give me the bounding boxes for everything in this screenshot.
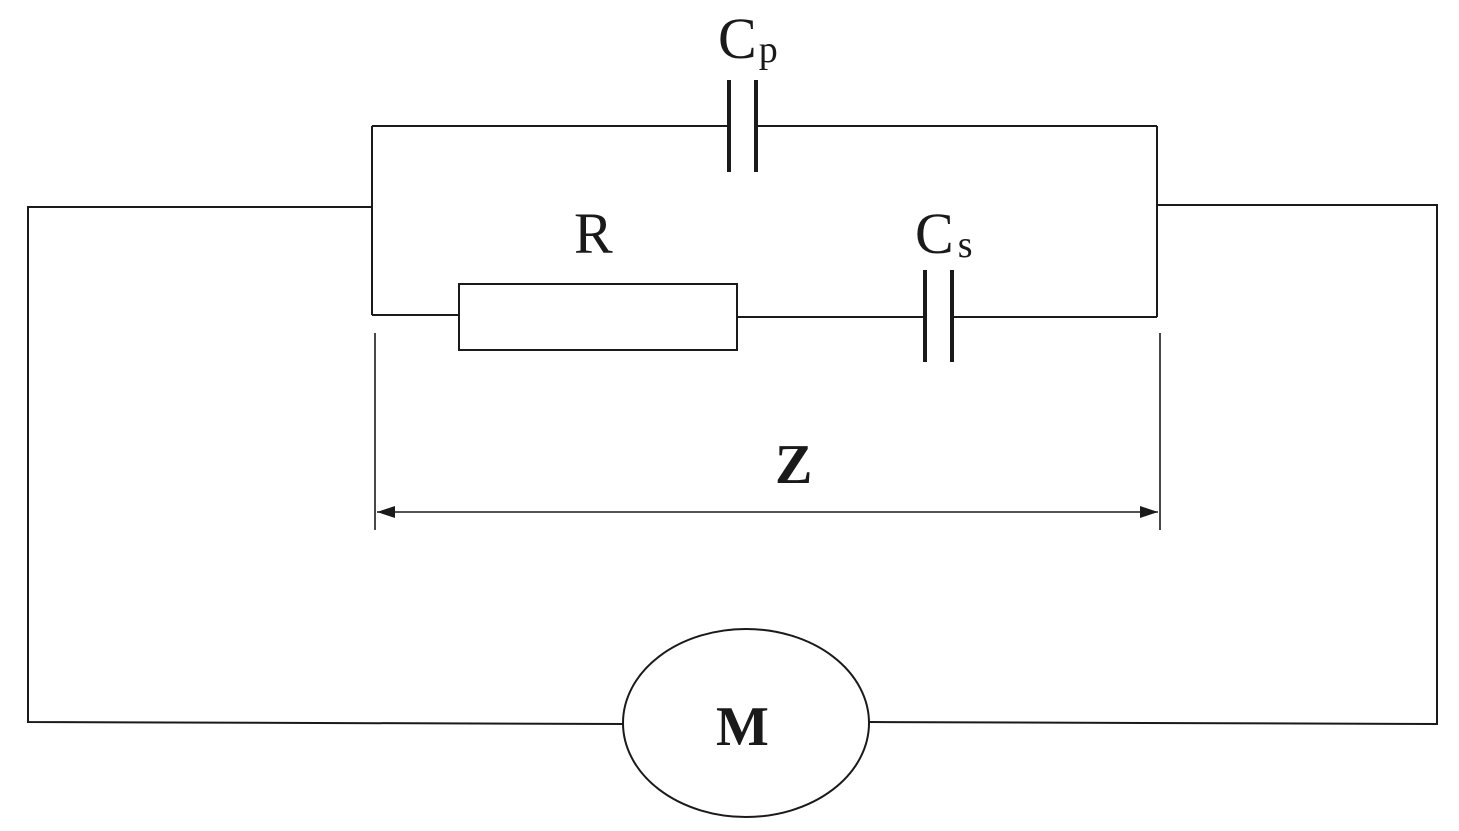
capacitor-cp-label-main: C [718, 6, 757, 71]
z-arrow-right-icon [1140, 506, 1158, 518]
z-arrow-left-icon [377, 506, 395, 518]
capacitor-cp [727, 80, 758, 172]
resistor-r [458, 283, 738, 351]
meter-m-label: M [716, 696, 769, 758]
capacitor-cs [923, 270, 954, 362]
impedance-network [371, 80, 1158, 362]
impedance-z-label: Z [775, 434, 812, 496]
capacitor-cp-label: Cp [718, 6, 778, 71]
capacitor-cp-label-sub: p [759, 29, 778, 71]
capacitor-cs-label-main: C [915, 201, 954, 266]
outer-loop [27, 204, 1438, 726]
outer-wire-right [868, 204, 1438, 726]
meter-circle [622, 628, 870, 818]
z-dimension [374, 333, 1161, 530]
capacitor-cs-label-sub: s [958, 224, 973, 266]
outer-wire-left [27, 206, 624, 725]
resistor-r-label: R [574, 201, 613, 266]
